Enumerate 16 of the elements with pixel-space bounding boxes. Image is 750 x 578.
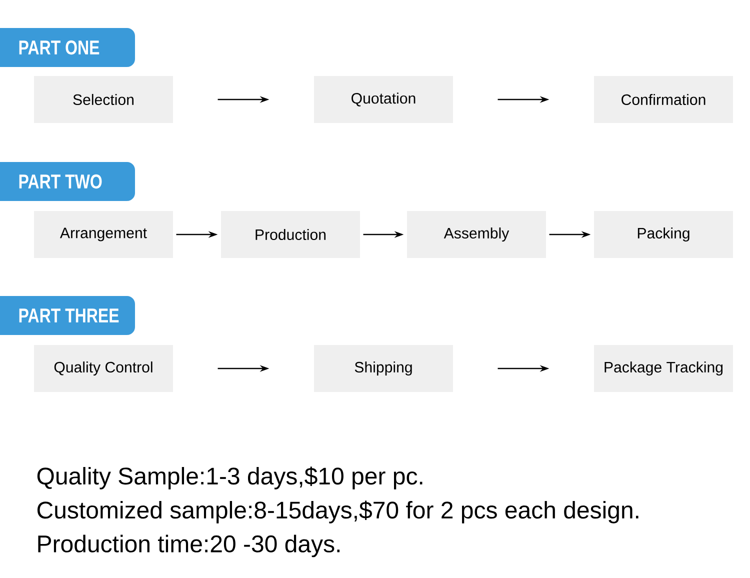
- process-box: Arrangement: [34, 211, 173, 258]
- process-box: Selection: [34, 76, 173, 123]
- note-text: Quality Sample:1-3 days,$10 per pc.: [37, 466, 422, 490]
- section-tab: PART THREE: [0, 296, 135, 335]
- note-text: Customized sample:8-15days,$70 for 2 pcs each design.: [38, 500, 638, 524]
- section-tab: PART TWO: [0, 162, 135, 201]
- note-text: Production time:20 -30 days.: [38, 534, 340, 558]
- process-box: Quotation: [314, 76, 453, 123]
- process-box: Confirmation: [594, 76, 733, 123]
- process-box: Production: [221, 211, 360, 258]
- process-box: Shipping: [314, 345, 453, 392]
- process-box: Packing: [594, 211, 733, 258]
- process-box: Quality Control: [34, 345, 173, 392]
- process-box: Assembly: [407, 211, 546, 258]
- section-tab: PART ONE: [0, 28, 135, 67]
- process-box: Package Tracking: [594, 345, 733, 392]
